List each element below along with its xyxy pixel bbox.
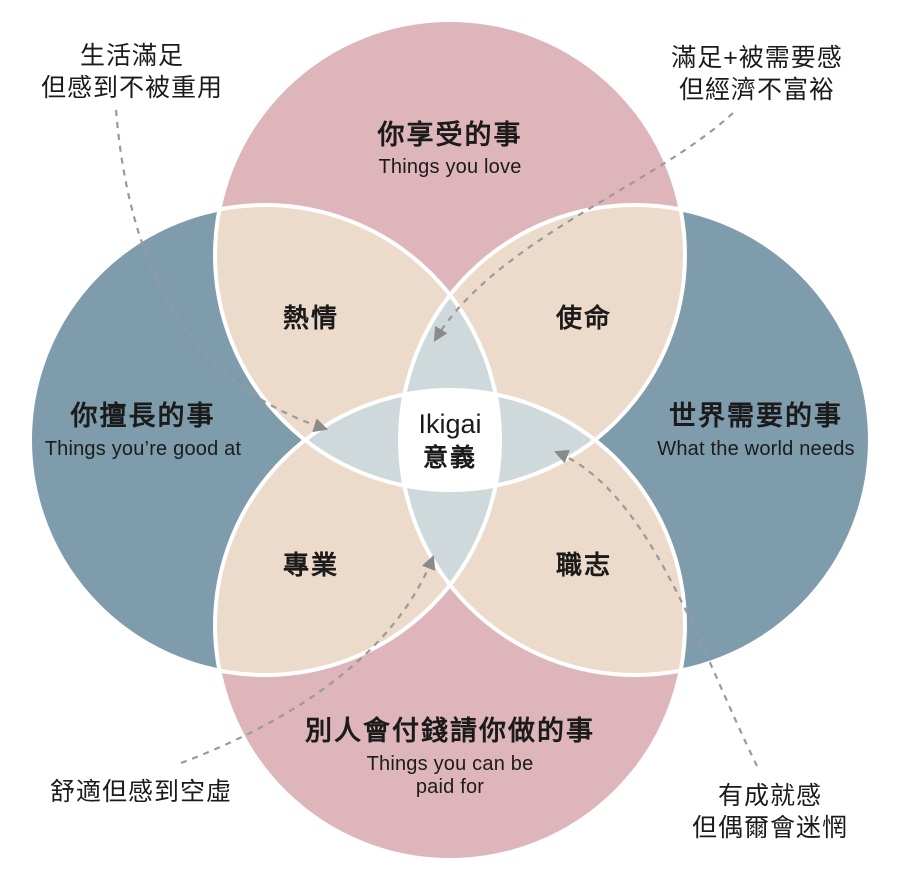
label-ikigai-zh: 意義 <box>423 443 477 472</box>
annotation-top-right-line2: 但經濟不富裕 <box>679 76 835 104</box>
outline-right-circle <box>398 203 872 677</box>
label-left-circle-en: Things you’re good at <box>45 438 242 460</box>
annotation-arrow-bottom-right <box>554 449 758 767</box>
circle-outlines <box>28 18 872 862</box>
annotation-top-left-line2: 但感到不被重用 <box>41 74 223 102</box>
label-bottom-circle-en1: Things you can be <box>367 753 534 775</box>
label-bottom-circle-zh: 別人會付錢請你做的事 <box>305 715 595 746</box>
label-vocation: 職志 <box>556 550 612 580</box>
annotation-bottom-right-line1: 有成就感 <box>718 782 822 810</box>
annotation-top-right-line1: 滿足+被需要感 <box>671 44 843 72</box>
outline-left-circle <box>28 203 502 677</box>
label-right-circle-zh: 世界需要的事 <box>669 400 843 431</box>
outline-top-circle <box>213 18 687 492</box>
label-right-circle-en: What the world needs <box>657 438 854 460</box>
label-left-circle-zh: 你擅長的事 <box>70 400 216 431</box>
label-ikigai-en: Ikigai <box>418 409 481 439</box>
label-top-circle-zh: 你享受的事 <box>377 119 523 150</box>
annotation-bottom-left-line1: 舒適但感到空虛 <box>50 778 232 806</box>
label-passion: 熱情 <box>283 303 339 333</box>
label-mission: 使命 <box>555 303 612 333</box>
label-top-circle-en: Things you love <box>378 156 521 178</box>
annotation-top-left-line1: 生活滿足 <box>80 42 184 70</box>
label-bottom-circle-en2: paid for <box>416 776 484 798</box>
annotation-arrow-top-left <box>114 109 329 433</box>
label-profession: 專業 <box>283 550 339 580</box>
annotation-bottom-right-line2: 但偶爾會迷惘 <box>692 814 848 842</box>
annotation-arrow-bottom-left <box>180 555 436 765</box>
annotation-arrow-top-right <box>433 112 734 342</box>
outline-bottom-circle <box>213 388 687 862</box>
